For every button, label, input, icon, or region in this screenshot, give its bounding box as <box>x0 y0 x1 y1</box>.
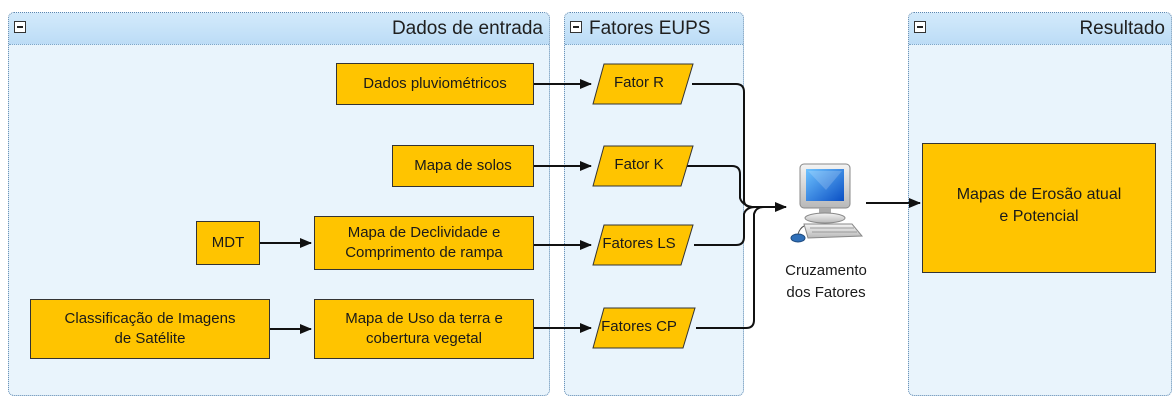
land-use-map-line2: cobertura vegetal <box>366 330 482 347</box>
soil-map-box[interactable]: Mapa de solos <box>392 145 534 187</box>
image-classification-line2: de Satélite <box>114 330 186 347</box>
land-use-map-line1: Mapa de Uso da terra e <box>345 310 503 327</box>
image-classification-box[interactable]: Classificação de Imagens de Satélite <box>30 299 270 359</box>
factor-cp[interactable]: Fatores CP <box>592 307 696 349</box>
factor-k-label: Fator K <box>614 156 664 173</box>
image-classification-line1: Classificação de Imagens <box>64 310 236 327</box>
slope-map-label-line1: Mapa de Declividade e <box>347 224 501 241</box>
slope-map-label-line2: Comprimento de rampa <box>345 244 503 261</box>
mdt-box[interactable]: MDT <box>196 221 260 265</box>
factor-ls[interactable]: Fatores LS <box>592 224 694 266</box>
erosion-maps-line2: e Potencial <box>999 208 1079 225</box>
lane-factors-header: Fatores EUPS <box>565 13 743 45</box>
factor-ls-label: Fatores LS <box>602 235 676 252</box>
computer-icon <box>786 160 866 250</box>
rain-data-label: Dados pluviométricos <box>363 75 507 92</box>
lane-input-header: Dados de entrada <box>9 13 549 45</box>
collapse-icon[interactable] <box>914 21 926 33</box>
lane-factors-title: Fatores EUPS <box>589 18 711 39</box>
wire-r-to-computer <box>692 83 772 208</box>
crossing-caption-line1: Cruzamento <box>785 262 867 279</box>
wire-cp-to-computer <box>696 206 765 329</box>
lane-result-title: Resultado <box>1079 18 1165 39</box>
erosion-maps-box[interactable]: Mapas de Erosão atual e Potencial <box>922 143 1156 273</box>
wire-ls-to-computer <box>694 206 757 246</box>
soil-map-label: Mapa de solos <box>414 157 512 174</box>
lane-result-header: Resultado <box>909 13 1171 45</box>
factor-r-label: Fator R <box>613 74 664 91</box>
wire-k-to-computer <box>686 165 753 208</box>
crossing-caption: Cruzamento dos Fatores <box>766 260 886 304</box>
lane-input-title: Dados de entrada <box>391 18 543 39</box>
land-use-map-box[interactable]: Mapa de Uso da terra e cobertura vegetal <box>314 299 534 359</box>
collapse-icon[interactable] <box>14 21 26 33</box>
factor-k[interactable]: Fator K <box>592 145 694 187</box>
factor-cp-label: Fatores CP <box>601 318 677 335</box>
erosion-maps-line1: Mapas de Erosão atual <box>956 186 1122 203</box>
collapse-icon[interactable] <box>570 21 582 33</box>
factor-r[interactable]: Fator R <box>592 63 694 105</box>
slope-map-box[interactable]: Mapa de Declividade e Comprimento de ram… <box>314 216 534 270</box>
rain-data-box[interactable]: Dados pluviométricos <box>336 63 534 105</box>
crossing-caption-line2: dos Fatores <box>786 284 866 301</box>
mdt-label: MDT <box>211 234 245 251</box>
